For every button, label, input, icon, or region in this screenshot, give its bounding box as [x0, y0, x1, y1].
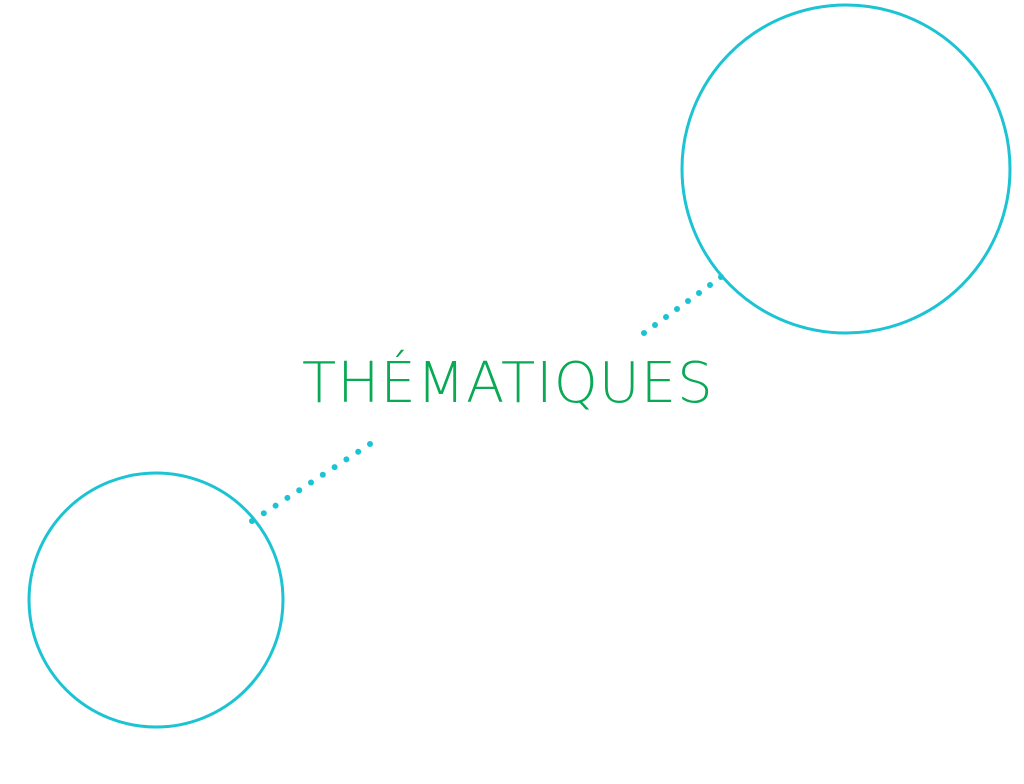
- connector-top-dot: [707, 282, 713, 288]
- dotted-connector-top: [641, 274, 724, 336]
- dotted-connector-bottom: [249, 441, 373, 524]
- connector-top-dot: [685, 298, 691, 304]
- connector-bottom-dot: [343, 456, 350, 463]
- connector-top-dot: [641, 330, 647, 336]
- connector-bottom-dot: [331, 464, 338, 471]
- connector-bottom-dot: [260, 510, 267, 517]
- connector-top-dot: [652, 322, 658, 328]
- top-right-circle[interactable]: [680, 3, 1012, 335]
- connector-top-dot: [696, 290, 702, 296]
- connector-top-dot: [663, 314, 669, 320]
- connector-bottom-dot: [367, 441, 373, 447]
- connector-bottom-dot: [319, 471, 326, 478]
- connector-bottom-dot: [272, 502, 279, 509]
- connector-bottom-dot: [308, 479, 314, 486]
- bottom-left-circle[interactable]: [27, 471, 285, 729]
- connector-bottom-dot: [284, 494, 291, 501]
- connector-bottom-dot: [296, 487, 303, 494]
- connector-top-dot: [718, 274, 724, 280]
- diagram-title: THÉMATIQUES: [302, 351, 714, 416]
- connector-bottom-dot: [355, 448, 362, 455]
- connector-top-dot: [674, 306, 680, 312]
- connector-bottom-dot: [249, 518, 255, 524]
